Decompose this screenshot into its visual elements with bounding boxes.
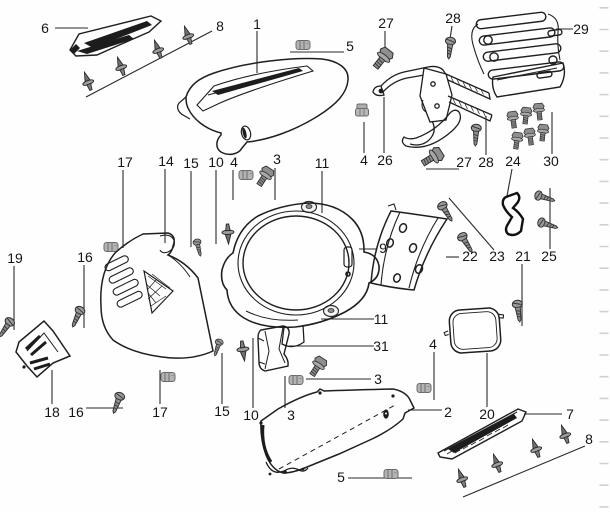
part-handlebar-cover (220, 202, 380, 348)
callout-label-30: 30 (543, 153, 559, 169)
push-clip-icon (111, 54, 130, 78)
callout-label-1: 1 (253, 16, 261, 32)
part-front-mask (15, 319, 72, 379)
leader-lines (13, 25, 586, 498)
clip-group-8-bottom (452, 422, 574, 490)
nut-icon-4-mid (355, 103, 369, 117)
part-front-shield-panel (100, 232, 214, 359)
callout-label-17-top: 17 (117, 154, 133, 170)
part-storage-duct (257, 325, 290, 372)
clip-icon-10-bottom (235, 339, 251, 363)
callout-label-28-top: 28 (445, 10, 461, 26)
clip-icon-5-top (295, 39, 311, 51)
callout-label-8-top: 8 (216, 18, 224, 34)
push-clip-icon (178, 23, 197, 47)
clip-group-8-top (78, 23, 197, 93)
screw-icon-25b (536, 216, 560, 233)
screw-icon-25a (533, 189, 557, 206)
bolt-icon-3-top (253, 164, 277, 190)
callout-label-11-top: 11 (314, 155, 330, 171)
part-inspection-lid (443, 307, 505, 354)
part-luggage-rack (471, 11, 566, 98)
callout-label-4-bottom: 4 (429, 336, 437, 352)
screw-icon-21 (511, 299, 526, 324)
callout-label-6: 6 (41, 20, 49, 36)
push-clip-icon (526, 436, 545, 460)
callout-label-5-bottom: 5 (337, 469, 345, 485)
callout-label-11-bottom: 11 (373, 311, 389, 327)
push-clip-icon (452, 466, 471, 490)
callout-label-9: 9 (379, 240, 387, 256)
callout-label-7: 7 (566, 406, 574, 422)
callout-label-15-bottom: 15 (214, 403, 230, 419)
callout-label-15-top: 15 (183, 155, 199, 171)
leader-23 (448, 197, 495, 251)
callout-label-2: 2 (444, 404, 452, 420)
callout-label-25: 25 (541, 248, 557, 264)
callout-label-10-bottom: 10 (243, 407, 259, 423)
callout-label-26: 26 (377, 152, 393, 168)
callout-label-20: 20 (479, 406, 495, 422)
part-front-top-cover (177, 57, 349, 156)
screw-icon-16-top (67, 304, 87, 330)
bolt-icon-27-top (369, 45, 396, 73)
callout-label-17-bottom: 17 (152, 404, 168, 420)
callout-label-28-mid: 28 (478, 154, 494, 170)
leader-24 (506, 168, 513, 197)
clip-icon-4-top (238, 169, 254, 181)
callout-label-27-mid: 27 (456, 154, 472, 170)
callout-label-24: 24 (505, 153, 521, 169)
screw-icon-15-top (192, 237, 205, 258)
bolt-icon-3-right (306, 354, 330, 380)
clip-icon-3-bottom (288, 374, 304, 386)
callout-label-3-bottom: 3 (287, 407, 295, 423)
push-clip-icon (487, 451, 506, 475)
push-clip-icon (78, 69, 97, 93)
callout-label-16-bottom: 16 (68, 404, 84, 420)
screw-icon-16-bottom (108, 390, 127, 416)
screw-icon-28-top (443, 36, 457, 60)
callout-label-21: 21 (515, 248, 531, 264)
callout-label-14: 14 (158, 153, 174, 169)
callout-label-29: 29 (573, 21, 589, 37)
part-cover-trim-strip (69, 15, 163, 57)
callout-label-5-top: 5 (346, 38, 354, 54)
callout-label-4-mid: 4 (360, 152, 368, 168)
callout-label-10-top: 10 (208, 154, 224, 170)
callout-label-4-top: 4 (230, 154, 238, 170)
callout-label-16-top: 16 (77, 249, 93, 265)
callout-label-27-top: 27 (378, 15, 394, 31)
callout-label-31: 31 (373, 338, 389, 354)
bolt-icon-27-mid (418, 144, 446, 171)
leader-8-bottom (462, 445, 586, 498)
callout-label-3-top: 3 (273, 151, 281, 167)
clip-icon-10-top (221, 223, 236, 245)
part-side-cover (259, 388, 415, 476)
clip-icon-5-bottom (383, 468, 399, 480)
clip-icon-4-bottom (416, 382, 432, 394)
callout-label-18: 18 (44, 404, 60, 420)
clip-icon-17-top (103, 241, 119, 253)
callout-label-22: 22 (462, 248, 478, 264)
clip-icon-17-bottom (160, 371, 176, 383)
callout-label-3-right: 3 (374, 371, 382, 387)
callout-label-19: 19 (7, 250, 23, 266)
part-support-strap (501, 191, 525, 237)
part-side-trim-strip (437, 408, 527, 460)
callout-label-23: 23 (489, 248, 505, 264)
part-carrier-bracket (372, 65, 493, 148)
screw-icon-28-mid (469, 123, 482, 147)
push-clip-icon (555, 422, 574, 446)
bolt-group-30 (506, 102, 550, 151)
callout-label-8-bottom: 8 (585, 431, 593, 447)
